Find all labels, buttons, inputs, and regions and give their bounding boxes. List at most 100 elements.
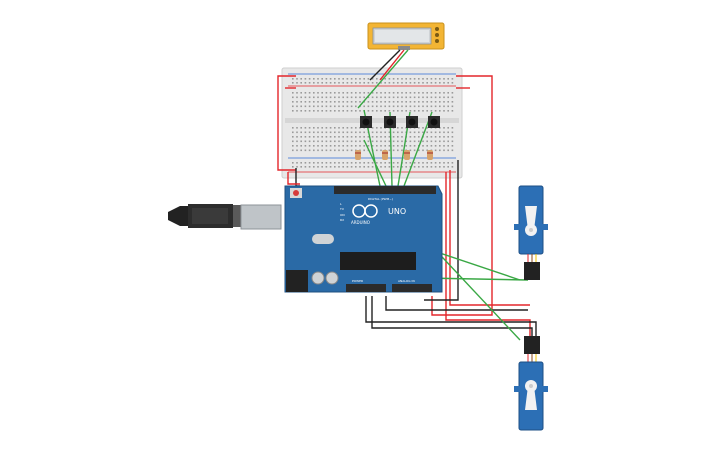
breadboard-hole	[384, 96, 386, 99]
breadboard-hole	[346, 136, 349, 138]
breadboard-hole	[304, 136, 307, 138]
resistor-1[interactable]	[355, 150, 361, 160]
breadboard-hole	[292, 145, 294, 147]
breadboard-hole	[380, 131, 382, 134]
reset-button[interactable]	[293, 190, 299, 196]
breadboard-hole	[392, 140, 395, 143]
breadboard-hole	[443, 131, 445, 134]
breadboard-hole	[308, 166, 311, 168]
breadboard-hole	[296, 105, 298, 108]
push-button-4[interactable]	[428, 116, 440, 128]
breadboard-hole	[363, 105, 365, 108]
breadboard-hole	[447, 140, 449, 143]
breadboard-hole	[292, 149, 294, 152]
breadboard-hole	[422, 140, 424, 143]
breadboard-hole	[367, 145, 370, 147]
breadboard-hole	[304, 105, 307, 108]
breadboard-hole	[388, 92, 391, 94]
resistor-3[interactable]	[404, 150, 410, 160]
breadboard-hole	[426, 105, 428, 108]
breadboard-hole	[325, 101, 328, 103]
breadboard-hole	[447, 149, 449, 152]
breadboard-hole	[308, 145, 311, 147]
breadboard-hole	[401, 96, 403, 99]
breadboard-hole	[367, 162, 370, 164]
breadboard-hole	[451, 131, 454, 134]
breadboard-hole	[325, 127, 328, 129]
breadboard-hole	[376, 131, 378, 134]
breadboard-hole	[405, 105, 407, 108]
breadboard-hole	[434, 136, 437, 138]
servo-top[interactable]	[514, 185, 548, 280]
breadboard-hole	[405, 82, 407, 84]
push-button-2[interactable]	[384, 116, 396, 128]
breadboard-hole	[313, 136, 315, 138]
usb-cable[interactable]	[168, 204, 282, 230]
breadboard-hole	[304, 166, 307, 168]
breadboard-hole	[422, 92, 424, 94]
breadboard-hole	[451, 140, 454, 143]
resistor-2[interactable]	[382, 150, 388, 160]
breadboard-hole	[443, 101, 445, 103]
breadboard-hole	[304, 78, 307, 80]
breadboard-hole	[439, 136, 441, 138]
breadboard-hole	[371, 131, 374, 134]
breadboard-hole	[350, 110, 353, 112]
breadboard-hole	[313, 78, 315, 80]
breadboard-hole	[350, 162, 353, 164]
breadboard-hole	[443, 145, 445, 147]
breadboard-hole	[342, 82, 344, 84]
breadboard-hole	[451, 92, 454, 94]
breadboard-hole	[443, 136, 445, 138]
breadboard-hole	[334, 92, 336, 94]
breadboard-hole	[392, 149, 395, 152]
breadboard-hole	[397, 110, 399, 112]
breadboard-hole	[371, 166, 374, 168]
breadboard-hole	[426, 166, 428, 168]
breadboard-hole	[397, 92, 399, 94]
breadboard-hole	[350, 136, 353, 138]
breadboard-hole	[350, 96, 353, 99]
breadboard-hole	[447, 110, 449, 112]
breadboard-hole	[380, 105, 382, 108]
potentiometer-slider[interactable]	[367, 22, 445, 50]
breadboard-hole	[325, 136, 328, 138]
breadboard-hole	[329, 145, 332, 147]
breadboard-hole	[363, 149, 365, 152]
breadboard-hole	[338, 131, 340, 134]
breadboard-hole	[380, 162, 382, 164]
power-header-label: POWER	[352, 279, 363, 283]
tx-label: TX	[339, 207, 344, 211]
breadboard-hole	[355, 78, 357, 80]
push-button-1[interactable]	[360, 116, 372, 128]
breadboard-hole	[329, 149, 332, 152]
servo-bottom[interactable]	[514, 336, 548, 431]
breadboard-hole	[397, 145, 399, 147]
breadboard-hole	[405, 110, 407, 112]
breadboard-hole	[355, 92, 357, 94]
breadboard-hole	[430, 78, 433, 80]
breadboard-hole	[334, 101, 336, 103]
resistor-4[interactable]	[427, 150, 433, 160]
breadboard-hole	[439, 140, 441, 143]
breadboard-hole	[434, 96, 437, 99]
breadboard-hole	[300, 96, 302, 99]
atmega-chip	[340, 252, 416, 270]
breadboard-hole	[451, 78, 454, 80]
breadboard-hole	[392, 78, 395, 80]
breadboard-hole	[384, 78, 386, 80]
breadboard-hole	[292, 140, 294, 143]
breadboard-hole	[350, 166, 353, 168]
breadboard-hole	[388, 140, 391, 143]
breadboard-hole	[447, 131, 449, 134]
breadboard-hole	[300, 145, 302, 147]
arduino-uno-board[interactable]: UNO ARDUINO DIGITAL (PWM~) ON L TX RX PO…	[284, 185, 443, 293]
breadboard-hole	[304, 110, 307, 112]
push-button-3[interactable]	[406, 116, 418, 128]
breadboard-hole	[300, 166, 302, 168]
breadboard-hole	[434, 149, 437, 152]
breadboard-hole	[296, 136, 298, 138]
breadboard-hole	[451, 82, 454, 84]
breadboard-hole	[350, 140, 353, 143]
